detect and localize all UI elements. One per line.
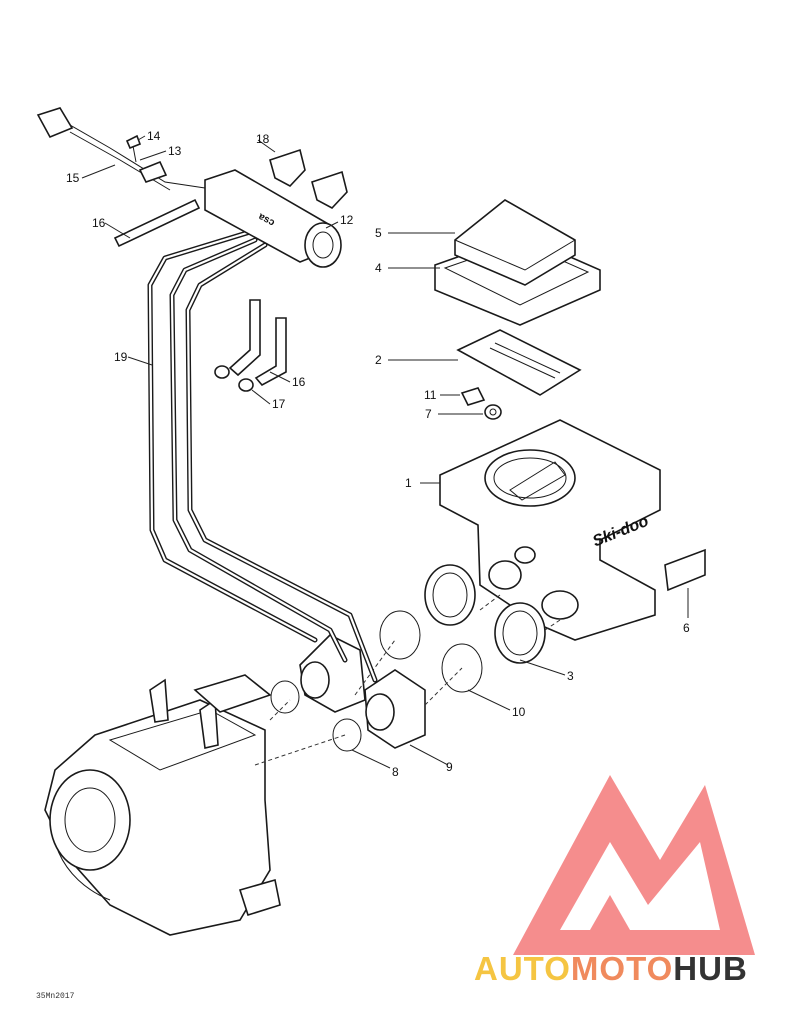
callout-6: 6 [683,621,690,635]
callout-2: 2 [375,353,382,367]
callout-11: 11 [424,388,437,402]
callout-13: 13 [168,144,182,158]
drawing-code: 35Mn2017 [36,992,75,1001]
callout-19: 19 [114,350,128,364]
callout-9: 9 [446,760,453,774]
leader-lines [81,135,689,769]
grommet [484,404,502,420]
fitting [460,387,486,406]
bolt [125,134,142,163]
callout-1: 1 [405,476,412,490]
intake-plate [456,329,582,396]
sensor [138,160,168,183]
rubber-adaptor [424,564,546,664]
fuel-hose [147,229,378,683]
throttle-housing: ɐsɔ [204,169,342,268]
callout-8: 8 [392,765,399,779]
callout-5: 5 [375,226,382,240]
engine-block [44,674,281,936]
callout-4: 4 [375,261,382,275]
callout-16-hose: 16 [292,375,306,389]
callout-17: 17 [272,397,286,411]
callout-12: 12 [340,213,354,227]
callout-7: 7 [425,407,432,421]
callout-18: 18 [256,132,270,146]
hose-clamp [214,365,254,392]
callout-14: 14 [147,129,161,143]
clamp [379,610,483,693]
elbow-hose [228,299,287,387]
callout-15: 15 [66,171,80,185]
foam-filter [454,199,576,286]
watermark-moto: MOTO [570,950,674,987]
watermark-text: AUTOMOTOHUB [474,950,748,988]
air-silencer-housing: Ski-doo [439,419,661,641]
vent-tube [113,198,201,248]
callout-10: 10 [512,705,526,719]
callout-3: 3 [567,669,574,683]
clamp-small [270,680,362,752]
watermark-logo-icon [513,775,755,955]
support-clip [269,148,348,209]
wiring-harness [36,107,206,191]
watermark-hub: HUB [673,950,748,987]
decal [664,548,706,592]
watermark-auto: AUTO [474,950,571,987]
callout-16-tube: 16 [92,216,106,230]
